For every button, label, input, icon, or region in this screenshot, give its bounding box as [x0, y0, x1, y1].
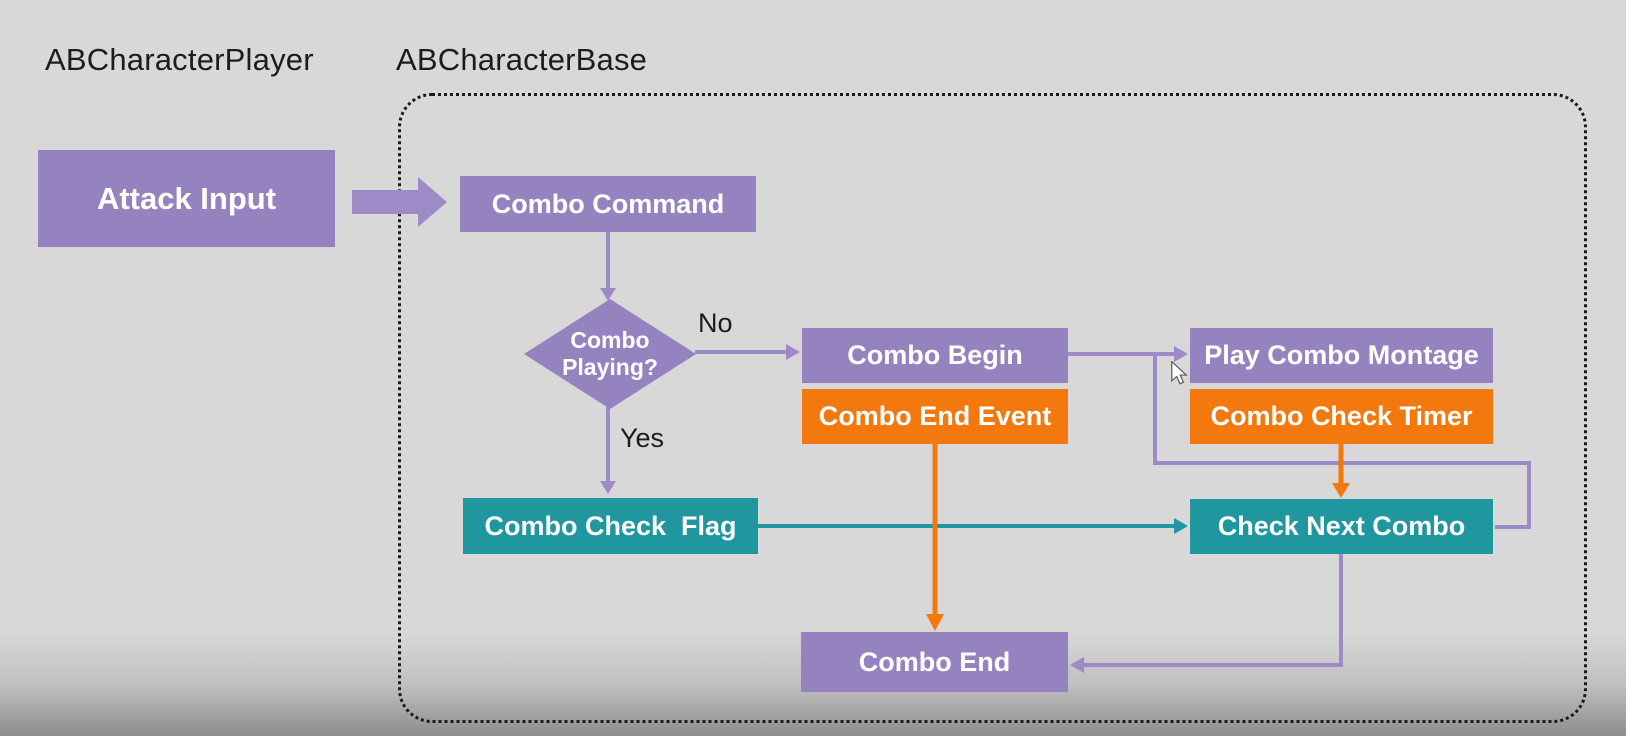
node-label: Combo End Event: [818, 401, 1052, 431]
node-label: Combo Check Flag: [484, 510, 737, 541]
node-combo-check-timer: Combo Check Timer: [1190, 389, 1493, 444]
node-combo-command: Combo Command: [460, 176, 756, 232]
node-play-combo-montage: Play Combo Montage: [1190, 328, 1493, 383]
class-title-abcharacterplayer: ABCharacterPlayer: [45, 42, 314, 77]
class-title-abcharacterbase: ABCharacterBase: [396, 42, 648, 77]
node-label: Play Combo Montage: [1204, 340, 1479, 370]
attack-input-arrow: [352, 177, 447, 227]
mouse-cursor-icon: [1171, 361, 1188, 385]
node-label: Check Next Combo: [1217, 511, 1466, 541]
node-combo-end-event: Combo End Event: [802, 389, 1068, 444]
node-label: Combo Begin: [847, 340, 1023, 370]
node-combo-end: Combo End: [801, 632, 1068, 692]
node-label: Combo Check Timer: [1210, 401, 1473, 431]
node-check-next-combo: Check Next Combo: [1190, 499, 1493, 554]
node-attack-input: Attack Input: [38, 150, 335, 247]
node-label: Combo End: [858, 646, 1011, 677]
node-label: Combo Command: [491, 188, 725, 219]
node-combo-check-flag: Combo Check Flag: [463, 498, 758, 554]
edge-label-no: No: [698, 308, 733, 338]
node-label: Attack Input: [96, 180, 277, 216]
abcharacterbase-boundary: [398, 93, 1587, 723]
node-combo-begin: Combo Begin: [802, 328, 1068, 383]
edge-label-yes: Yes: [620, 423, 665, 453]
